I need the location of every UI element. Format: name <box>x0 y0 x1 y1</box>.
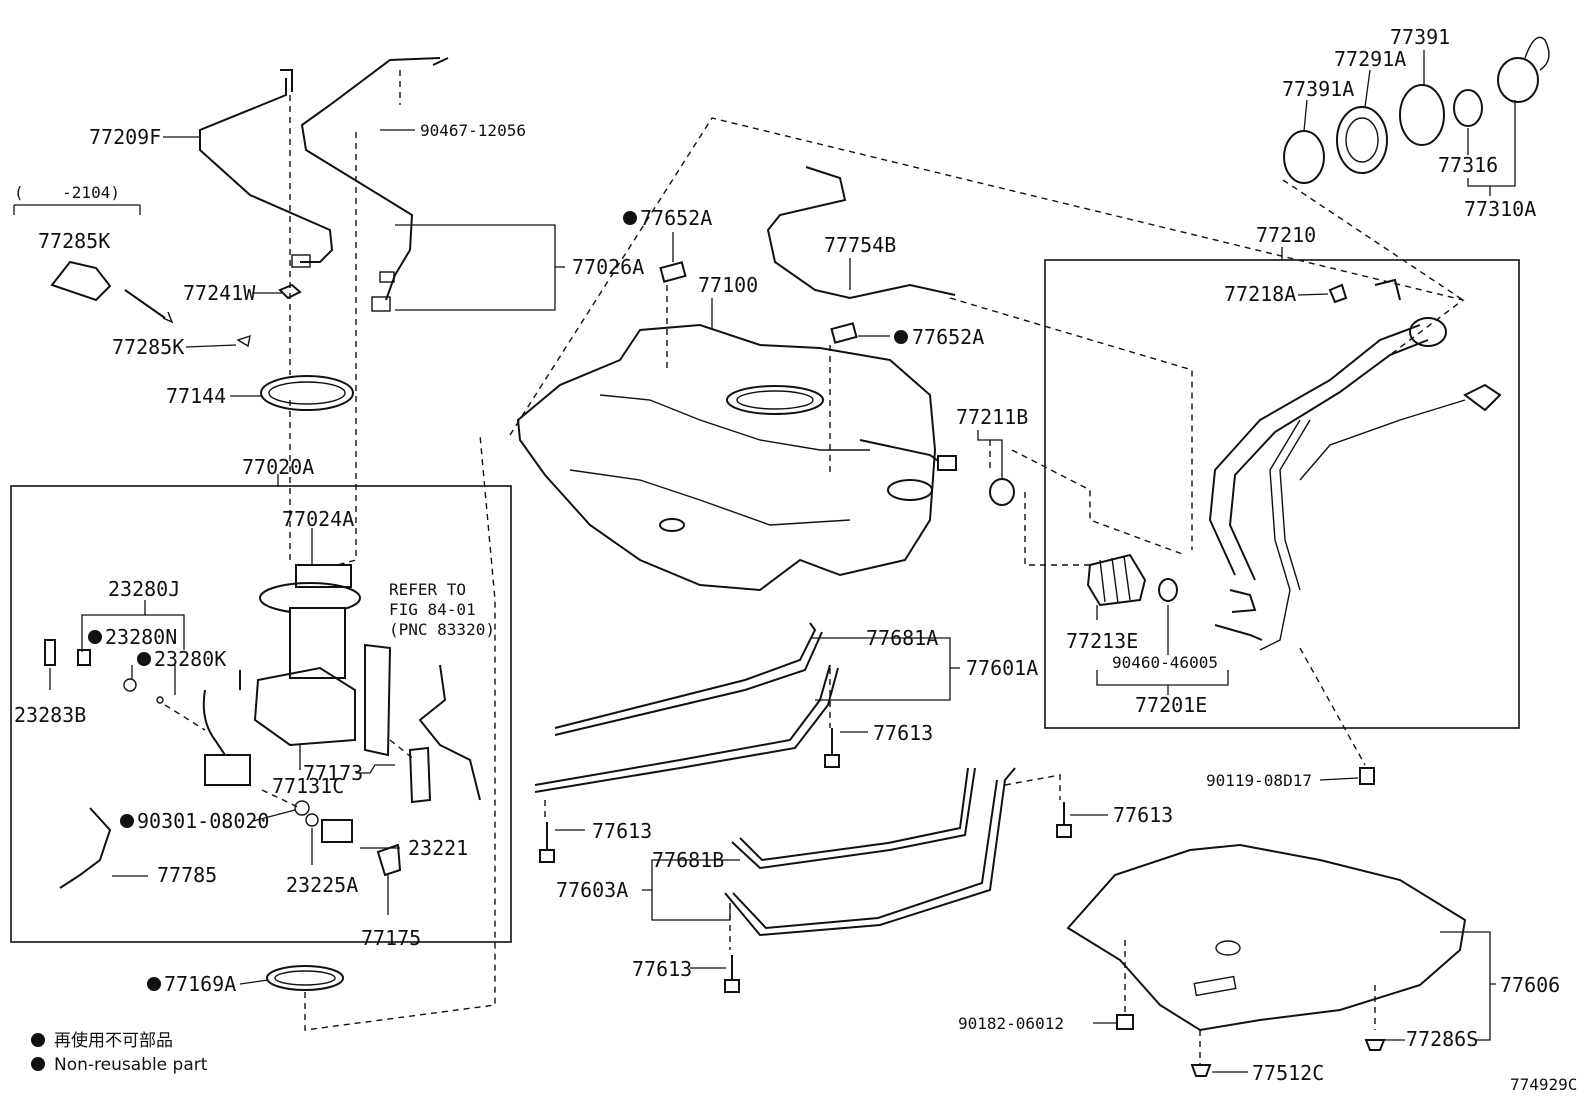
label-23280J: 23280J <box>108 577 180 601</box>
label-77291A: 77291A <box>1334 47 1406 71</box>
label-77209F: 77209F <box>89 125 161 149</box>
label-23280K: 23280K <box>154 647 226 671</box>
label-77286S: 77286S <box>1406 1027 1478 1051</box>
label-77652A-b: 77652A <box>912 325 984 349</box>
label-77754B: 77754B <box>824 233 896 257</box>
date-range-note: ( -2104) <box>14 183 120 202</box>
fuel-tank-77100 <box>516 323 957 592</box>
part-77211B-clamp <box>989 440 1186 566</box>
label-77169A: 77169A <box>164 972 236 996</box>
protector-77606 <box>1066 843 1467 1077</box>
label-77201E: 77201E <box>1135 693 1207 717</box>
legend: 再使用不可部品 Non-reusable part <box>31 1030 208 1075</box>
label-77144: 77144 <box>166 384 226 408</box>
label-77213E: 77213E <box>1066 629 1138 653</box>
filler-cap-parts <box>1282 36 1550 301</box>
label-23283B: 23283B <box>14 703 86 727</box>
filler-pipe-77210 <box>1208 278 1502 651</box>
label-77601A: 77601A <box>966 656 1038 680</box>
label-77100: 77100 <box>698 273 758 297</box>
dashed-guides-left <box>289 70 401 576</box>
part-77169A-gasket <box>266 434 496 1031</box>
label-77391: 77391 <box>1390 25 1450 49</box>
label-77210: 77210 <box>1256 223 1316 247</box>
label-77613-a: 77613 <box>873 721 933 745</box>
vapor-line-77209F <box>199 69 334 268</box>
label-23221: 23221 <box>408 836 468 860</box>
part-labels: ( -2104) 77209F 77285K 77241W 77285K 771… <box>14 25 1577 1094</box>
label-77785: 77785 <box>157 863 217 887</box>
label-90182-06012: 90182-06012 <box>958 1014 1064 1033</box>
label-77310A: 77310A <box>1464 197 1536 221</box>
strap-77603A <box>724 767 1061 950</box>
part-77285K-bracket <box>13 204 251 348</box>
label-77613-d: 77613 <box>632 957 692 981</box>
label-77131C: 77131C <box>272 774 344 798</box>
part-77652A-pads <box>659 261 858 344</box>
vapor-line-77026A <box>300 57 449 312</box>
part-90460-clamp <box>1158 578 1178 602</box>
non-reusable-marker <box>623 211 637 225</box>
non-reusable-marker <box>894 330 908 344</box>
label-77026A: 77026A <box>572 255 644 279</box>
non-reusable-marker <box>31 1033 45 1047</box>
label-77681B: 77681B <box>652 848 724 872</box>
label-77512C: 77512C <box>1252 1061 1324 1085</box>
label-90460-46005: 90460-46005 <box>1112 653 1218 672</box>
label-77316: 77316 <box>1438 153 1498 177</box>
label-90467-12056: 90467-12056 <box>420 121 526 140</box>
label-77020A: 77020A <box>242 455 314 479</box>
diagram-id: 774929C <box>1510 1075 1577 1094</box>
refer-note-line-3: (PNC 83320) <box>389 620 495 639</box>
label-77391A: 77391A <box>1282 77 1354 101</box>
label-77606: 77606 <box>1500 973 1560 997</box>
label-77241W: 77241W <box>183 281 256 305</box>
label-77285K-b: 77285K <box>112 335 184 359</box>
legend-en: Non-reusable part <box>54 1055 208 1075</box>
non-reusable-marker <box>147 977 161 991</box>
non-reusable-marker <box>88 630 102 644</box>
tank-dashed-outline <box>509 117 1465 550</box>
non-reusable-marker <box>31 1057 45 1071</box>
label-77211B: 77211B <box>956 405 1028 429</box>
label-77285K-a: 77285K <box>38 229 110 253</box>
bolts-77613 <box>539 728 1072 993</box>
part-77218A-clip <box>1328 283 1348 304</box>
refer-note-line-1: REFER TO <box>389 580 466 599</box>
non-reusable-marker <box>120 814 134 828</box>
non-reusable-marker <box>137 652 151 666</box>
label-77613-b: 77613 <box>592 819 652 843</box>
fuel-pump-assembly <box>44 564 481 889</box>
label-77681A: 77681A <box>866 626 938 650</box>
label-90119-08D17: 90119-08D17 <box>1206 771 1312 790</box>
label-77024A: 77024A <box>282 507 354 531</box>
dashed-guides-pump <box>164 400 416 809</box>
part-77241W-clip <box>278 283 302 300</box>
part-77144-retainer <box>260 375 354 411</box>
label-23225A: 23225A <box>286 873 358 897</box>
leader-lines <box>49 50 1516 1073</box>
label-77613-c: 77613 <box>1113 803 1173 827</box>
refer-note-line-2: FIG 84-01 <box>389 600 476 619</box>
label-77175: 77175 <box>361 926 421 950</box>
strap-77601A <box>534 622 839 820</box>
legend-jp: 再使用不可部品 <box>54 1030 173 1051</box>
part-77213E-hose <box>1086 553 1147 607</box>
label-77652A-a: 77652A <box>640 206 712 230</box>
label-77218A: 77218A <box>1224 282 1296 306</box>
label-77173: 77173 <box>303 761 363 785</box>
pump-assembly-box <box>10 485 512 943</box>
label-77603A: 77603A <box>556 878 628 902</box>
vent-hose-77754B <box>766 166 956 300</box>
label-23280N: 23280N <box>105 625 177 649</box>
label-90301-08020: 90301-08020 <box>137 809 269 833</box>
bolt-90119 <box>1299 647 1375 785</box>
